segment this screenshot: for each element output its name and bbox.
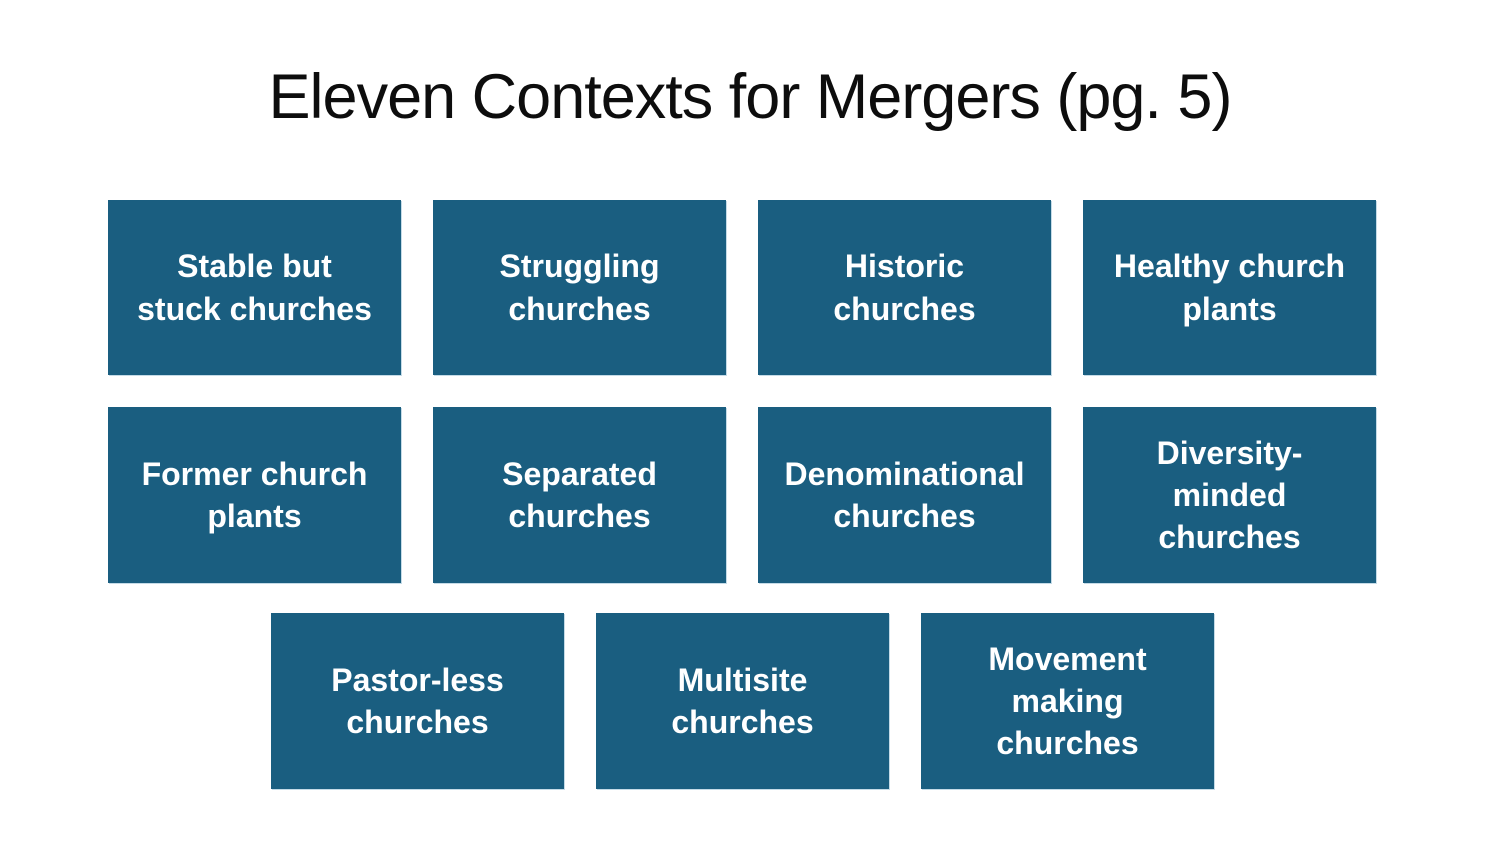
context-box-former-church-plants: Former church plants — [108, 407, 401, 583]
slide-title: Eleven Contexts for Mergers (pg. 5) — [268, 62, 1233, 132]
context-box-label: Stable but stuck churches — [137, 248, 372, 327]
context-box-historic: Historic churches — [758, 200, 1051, 375]
context-box-label: Multisite churches — [671, 661, 814, 740]
context-box-label: Pastor-less churches — [331, 661, 504, 740]
context-box-row-2: Former church plants Separated churches … — [108, 407, 1376, 583]
context-box-label: Healthy church plants — [1113, 248, 1346, 327]
context-box-diversity-minded: Diversity- minded churches — [1083, 407, 1376, 583]
context-box-healthy-church-plants: Healthy church plants — [1083, 200, 1376, 375]
context-box-separated: Separated churches — [433, 407, 726, 583]
context-box-row-1: Stable but stuck churches Struggling chu… — [108, 200, 1376, 375]
context-box-label: Movement making churches — [988, 640, 1147, 762]
context-box-multisite: Multisite churches — [596, 613, 889, 789]
context-box-denominational: Denominational churches — [758, 407, 1051, 583]
context-box-movement-making: Movement making churches — [921, 613, 1214, 789]
context-box-label: Diversity- minded churches — [1156, 434, 1303, 556]
context-box-label: Former church plants — [141, 455, 368, 534]
context-box-row-3: Pastor-less churches Multisite churches … — [271, 613, 1214, 789]
context-box-label: Historic churches — [833, 248, 976, 327]
context-box-label: Denominational churches — [784, 455, 1025, 534]
context-box-label: Separated churches — [502, 455, 657, 534]
context-box-stable-but-stuck: Stable but stuck churches — [108, 200, 401, 375]
context-box-pastor-less: Pastor-less churches — [271, 613, 564, 789]
context-box-struggling: Struggling churches — [433, 200, 726, 375]
context-box-label: Struggling churches — [499, 248, 660, 327]
